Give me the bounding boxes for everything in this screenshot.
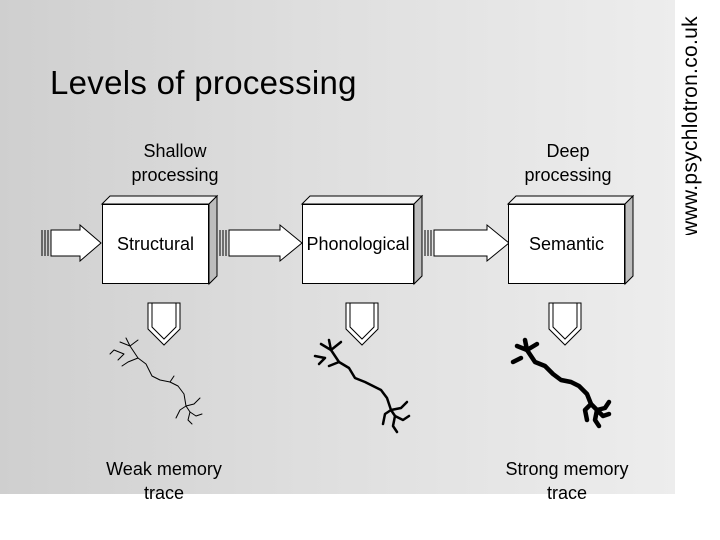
structural-down-arrow (147, 302, 181, 346)
input-arrow (41, 223, 102, 263)
medium-memory-trace (313, 338, 411, 434)
structural-box: Structural (100, 194, 219, 286)
website-label-text: www.psychlotron.co.uk (679, 16, 702, 235)
semantic-down-arrow (548, 302, 582, 346)
structural-box-depth (100, 194, 219, 286)
phonological-label: Phonological (302, 204, 414, 284)
strong-memory-trace (510, 337, 612, 429)
phonological-box: Phonological (300, 194, 424, 286)
weak-caption-line-2: trace (143, 483, 185, 503)
strong-memory-caption: Strong memory trace (487, 457, 647, 505)
weak-memory-trace (109, 337, 203, 425)
shallow-processing-caption: Shallow processing (95, 139, 255, 187)
structural-label: Structural (102, 204, 209, 284)
slide-title: Levels of processing (50, 64, 357, 101)
deep-caption-line-1: Deep (546, 141, 590, 161)
semantic-label: Semantic (508, 204, 625, 284)
phonological-down-arrow (345, 302, 379, 346)
shallow-caption-line-2: processing (131, 165, 219, 185)
strong-caption-line-1: Strong memory (505, 459, 629, 479)
phonological-box-depth (300, 194, 424, 286)
structural-to-phonological-arrow (219, 223, 303, 263)
strong-caption-line-2: trace (546, 483, 588, 503)
deep-processing-caption: Deep processing (488, 139, 648, 187)
phonological-to-semantic-arrow (424, 223, 510, 263)
deep-caption-line-2: processing (524, 165, 612, 185)
website-label: www.psychlotron.co.uk (678, 0, 720, 235)
semantic-box-depth (506, 194, 635, 286)
semantic-box: Semantic (506, 194, 635, 286)
weak-memory-caption: Weak memory trace (84, 457, 244, 505)
shallow-caption-line-1: Shallow (143, 141, 207, 161)
weak-caption-line-1: Weak memory (106, 459, 222, 479)
